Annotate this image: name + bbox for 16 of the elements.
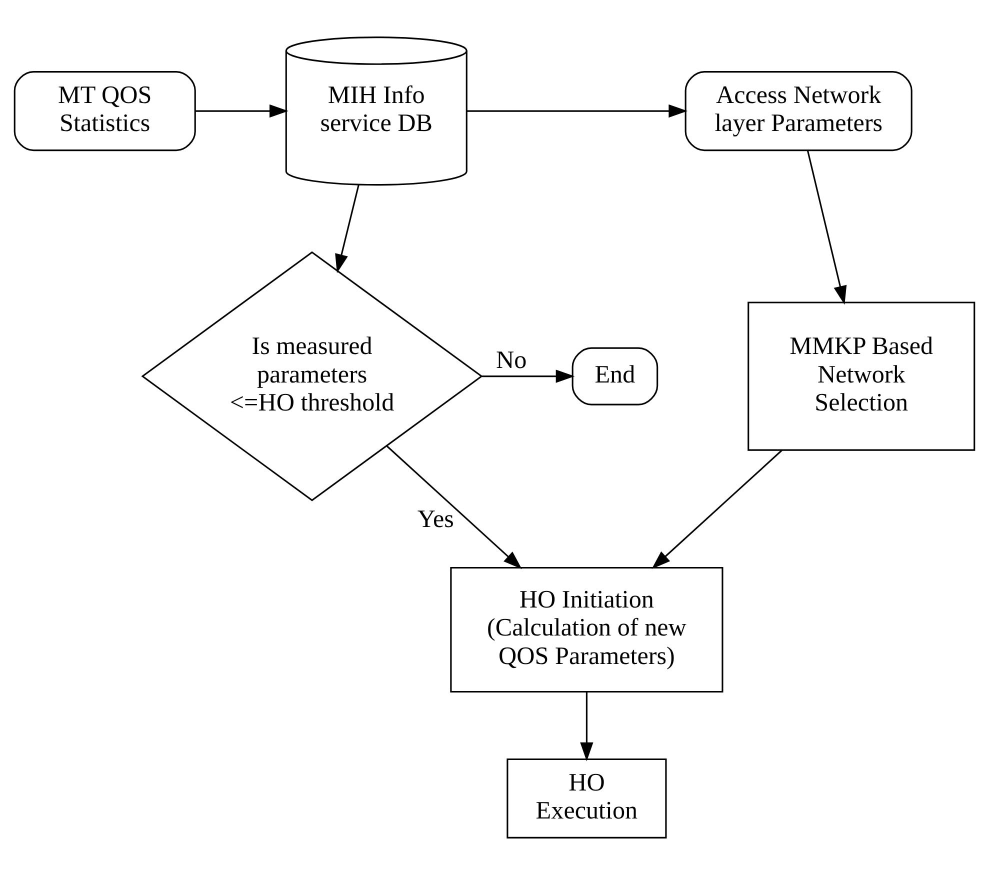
edge-label: No xyxy=(496,346,527,374)
arrow xyxy=(386,445,522,569)
node-box: End xyxy=(572,346,658,405)
arrow xyxy=(580,692,594,761)
node-box: MMKP Based Network Selection xyxy=(748,301,976,450)
arrow xyxy=(466,104,688,118)
arrow xyxy=(482,369,575,382)
node-box: Access Network layer Parameters xyxy=(684,70,912,151)
node-box: HO Execution xyxy=(506,758,667,838)
node-box: MT QOS Statistics xyxy=(14,70,196,151)
arrow xyxy=(806,150,847,304)
edge-label: Yes xyxy=(417,506,454,533)
node-box: HO Initiation (Calculation of new QOS Parameters) xyxy=(450,566,724,692)
arrow xyxy=(196,104,288,118)
arrow xyxy=(652,449,782,568)
arrow xyxy=(335,184,360,273)
